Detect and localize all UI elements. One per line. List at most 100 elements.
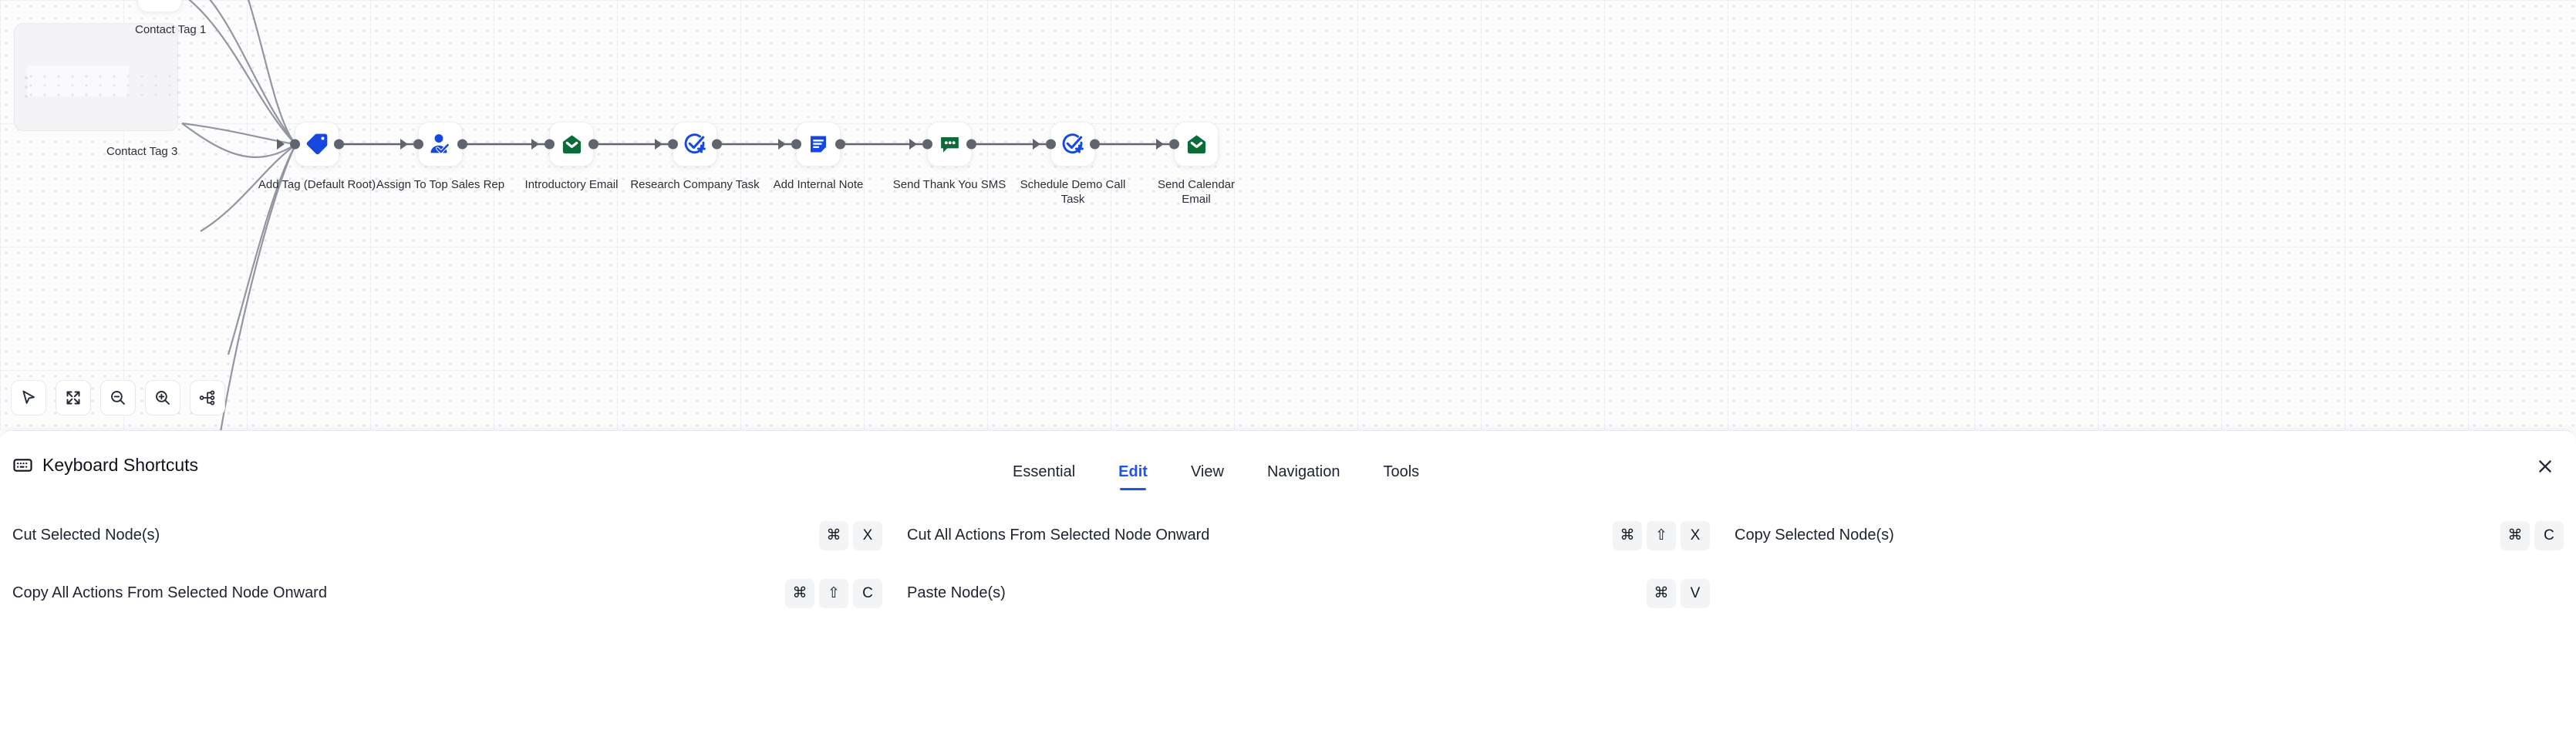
tab-view[interactable]: View	[1169, 462, 1246, 490]
node-contact-tag-1-label: Contact Tag 1	[135, 23, 206, 36]
keycap: ⇧	[1647, 521, 1676, 550]
keycap: V	[1681, 579, 1710, 608]
keycap: C	[853, 579, 882, 608]
fit-view-button[interactable]	[56, 380, 91, 416]
zoom-in-button[interactable]	[145, 380, 180, 416]
tab-essential[interactable]: Essential	[991, 462, 1097, 490]
node-assign-rep[interactable]	[418, 122, 463, 167]
edge-arrow-in	[531, 139, 539, 150]
tree-layout-icon	[198, 389, 217, 407]
keycap: X	[853, 521, 882, 550]
tab-edit[interactable]: Edit	[1097, 462, 1169, 490]
workflow-edges	[0, 0, 2576, 430]
tab-tools[interactable]: Tools	[1361, 462, 1441, 490]
shortcut-row[interactable]: Cut Selected Node(s) ⌘ X	[0, 506, 895, 564]
node-output-port[interactable]	[712, 140, 722, 150]
shortcuts-grid: Cut Selected Node(s) ⌘ X Cut All Actions…	[0, 506, 2576, 622]
edge-arrow-in	[909, 139, 917, 150]
panel-header: Keyboard Shortcuts Essential Edit View N…	[0, 431, 2576, 506]
cursor-icon	[19, 389, 38, 407]
node-research-task[interactable]	[673, 122, 717, 167]
edge-arrow-in	[400, 139, 408, 150]
panel-title-text: Keyboard Shortcuts	[42, 455, 198, 476]
note-icon	[807, 133, 830, 156]
node-output-port[interactable]	[1090, 140, 1100, 150]
node-input-port[interactable]	[791, 140, 801, 150]
keycap: ⇧	[819, 579, 848, 608]
keycap: ⌘	[2500, 521, 2530, 550]
shortcut-keys: ⌘ C	[2500, 521, 2564, 550]
panel-tabs: Essential Edit View Navigation Tools	[991, 462, 1441, 490]
node-intro-email[interactable]	[549, 122, 594, 167]
envelope-icon	[1185, 133, 1209, 156]
shortcut-label: Copy All Actions From Selected Node Onwa…	[12, 584, 327, 602]
keyboard-shortcuts-panel: Keyboard Shortcuts Essential Edit View N…	[0, 430, 2576, 737]
edge-arrow-in	[1033, 139, 1040, 150]
shortcut-keys: ⌘ V	[1647, 579, 1710, 608]
tab-navigation[interactable]: Navigation	[1246, 462, 1362, 490]
user-check-icon	[428, 132, 453, 156]
node-input-port[interactable]	[668, 140, 678, 150]
shortcut-row[interactable]: Copy All Actions From Selected Node Onwa…	[0, 564, 895, 622]
select-cursor-button[interactable]	[11, 380, 46, 416]
edge-arrow-in	[1156, 139, 1164, 150]
shortcut-keys: ⌘ X	[819, 521, 882, 550]
keycap: ⌘	[1613, 521, 1642, 550]
shortcut-keys: ⌘ ⇧ X	[1613, 521, 1710, 550]
node-output-port[interactable]	[334, 140, 344, 150]
ghost-node-dots	[24, 72, 170, 99]
task-add-icon	[1060, 132, 1085, 156]
keycap: C	[2534, 521, 2564, 550]
shortcut-row[interactable]: Paste Node(s) ⌘ V	[895, 564, 1722, 622]
expand-icon	[64, 389, 83, 407]
close-panel-button[interactable]	[2528, 449, 2562, 483]
close-icon	[2536, 457, 2554, 476]
edge-arrow-in	[655, 139, 663, 150]
panel-title: Keyboard Shortcuts	[12, 455, 198, 476]
envelope-icon	[560, 133, 584, 156]
edge-arrow-in	[277, 139, 285, 150]
node-output-port[interactable]	[588, 140, 598, 150]
shortcut-row-empty	[1722, 564, 2576, 622]
node-output-port[interactable]	[966, 140, 976, 150]
zoom-in-icon	[153, 389, 172, 407]
tag-icon	[305, 132, 329, 156]
node-thank-you-sms[interactable]	[927, 122, 972, 167]
keyboard-icon	[12, 455, 33, 476]
keycap: X	[1681, 521, 1710, 550]
task-add-icon	[683, 132, 707, 156]
zoom-out-icon	[109, 389, 127, 407]
ghost-node-placeholder[interactable]	[14, 23, 178, 131]
shortcut-label: Cut All Actions From Selected Node Onwar…	[907, 527, 1209, 544]
auto-layout-button[interactable]	[190, 380, 225, 416]
keycap: ⌘	[1647, 579, 1676, 608]
node-input-port[interactable]	[290, 140, 300, 150]
shortcut-label: Copy Selected Node(s)	[1735, 527, 1894, 544]
shortcut-label: Cut Selected Node(s)	[12, 527, 160, 544]
node-input-port[interactable]	[413, 140, 423, 150]
shortcut-row[interactable]: Copy Selected Node(s) ⌘ C	[1722, 506, 2576, 564]
keycap: ⌘	[819, 521, 848, 550]
ghost-node-label: Contact Tag 3	[106, 145, 177, 158]
node-internal-note[interactable]	[796, 122, 841, 167]
shortcut-label: Paste Node(s)	[907, 584, 1006, 602]
edge-arrow-in	[778, 139, 786, 150]
node-contact-tag-1[interactable]	[137, 0, 182, 12]
node-output-port[interactable]	[457, 140, 467, 150]
node-input-port[interactable]	[545, 140, 555, 150]
shortcut-keys: ⌘ ⇧ C	[785, 579, 882, 608]
node-calendar-email[interactable]	[1174, 122, 1219, 167]
shortcut-row[interactable]: Cut All Actions From Selected Node Onwar…	[895, 506, 1722, 564]
node-add-tag[interactable]	[295, 122, 339, 167]
workflow-canvas[interactable]: Contact Tag 3 Contact Tag 1 Add Tag (Def…	[0, 0, 2576, 430]
zoom-out-button[interactable]	[100, 380, 136, 416]
node-output-port[interactable]	[835, 140, 845, 150]
keycap: ⌘	[785, 579, 814, 608]
node-input-port[interactable]	[1046, 140, 1056, 150]
canvas-toolbar	[11, 380, 225, 416]
node-input-port[interactable]	[1169, 140, 1179, 150]
node-input-port[interactable]	[922, 140, 932, 150]
node-demo-call-task[interactable]	[1050, 122, 1095, 167]
ghost-node-column	[24, 73, 28, 101]
